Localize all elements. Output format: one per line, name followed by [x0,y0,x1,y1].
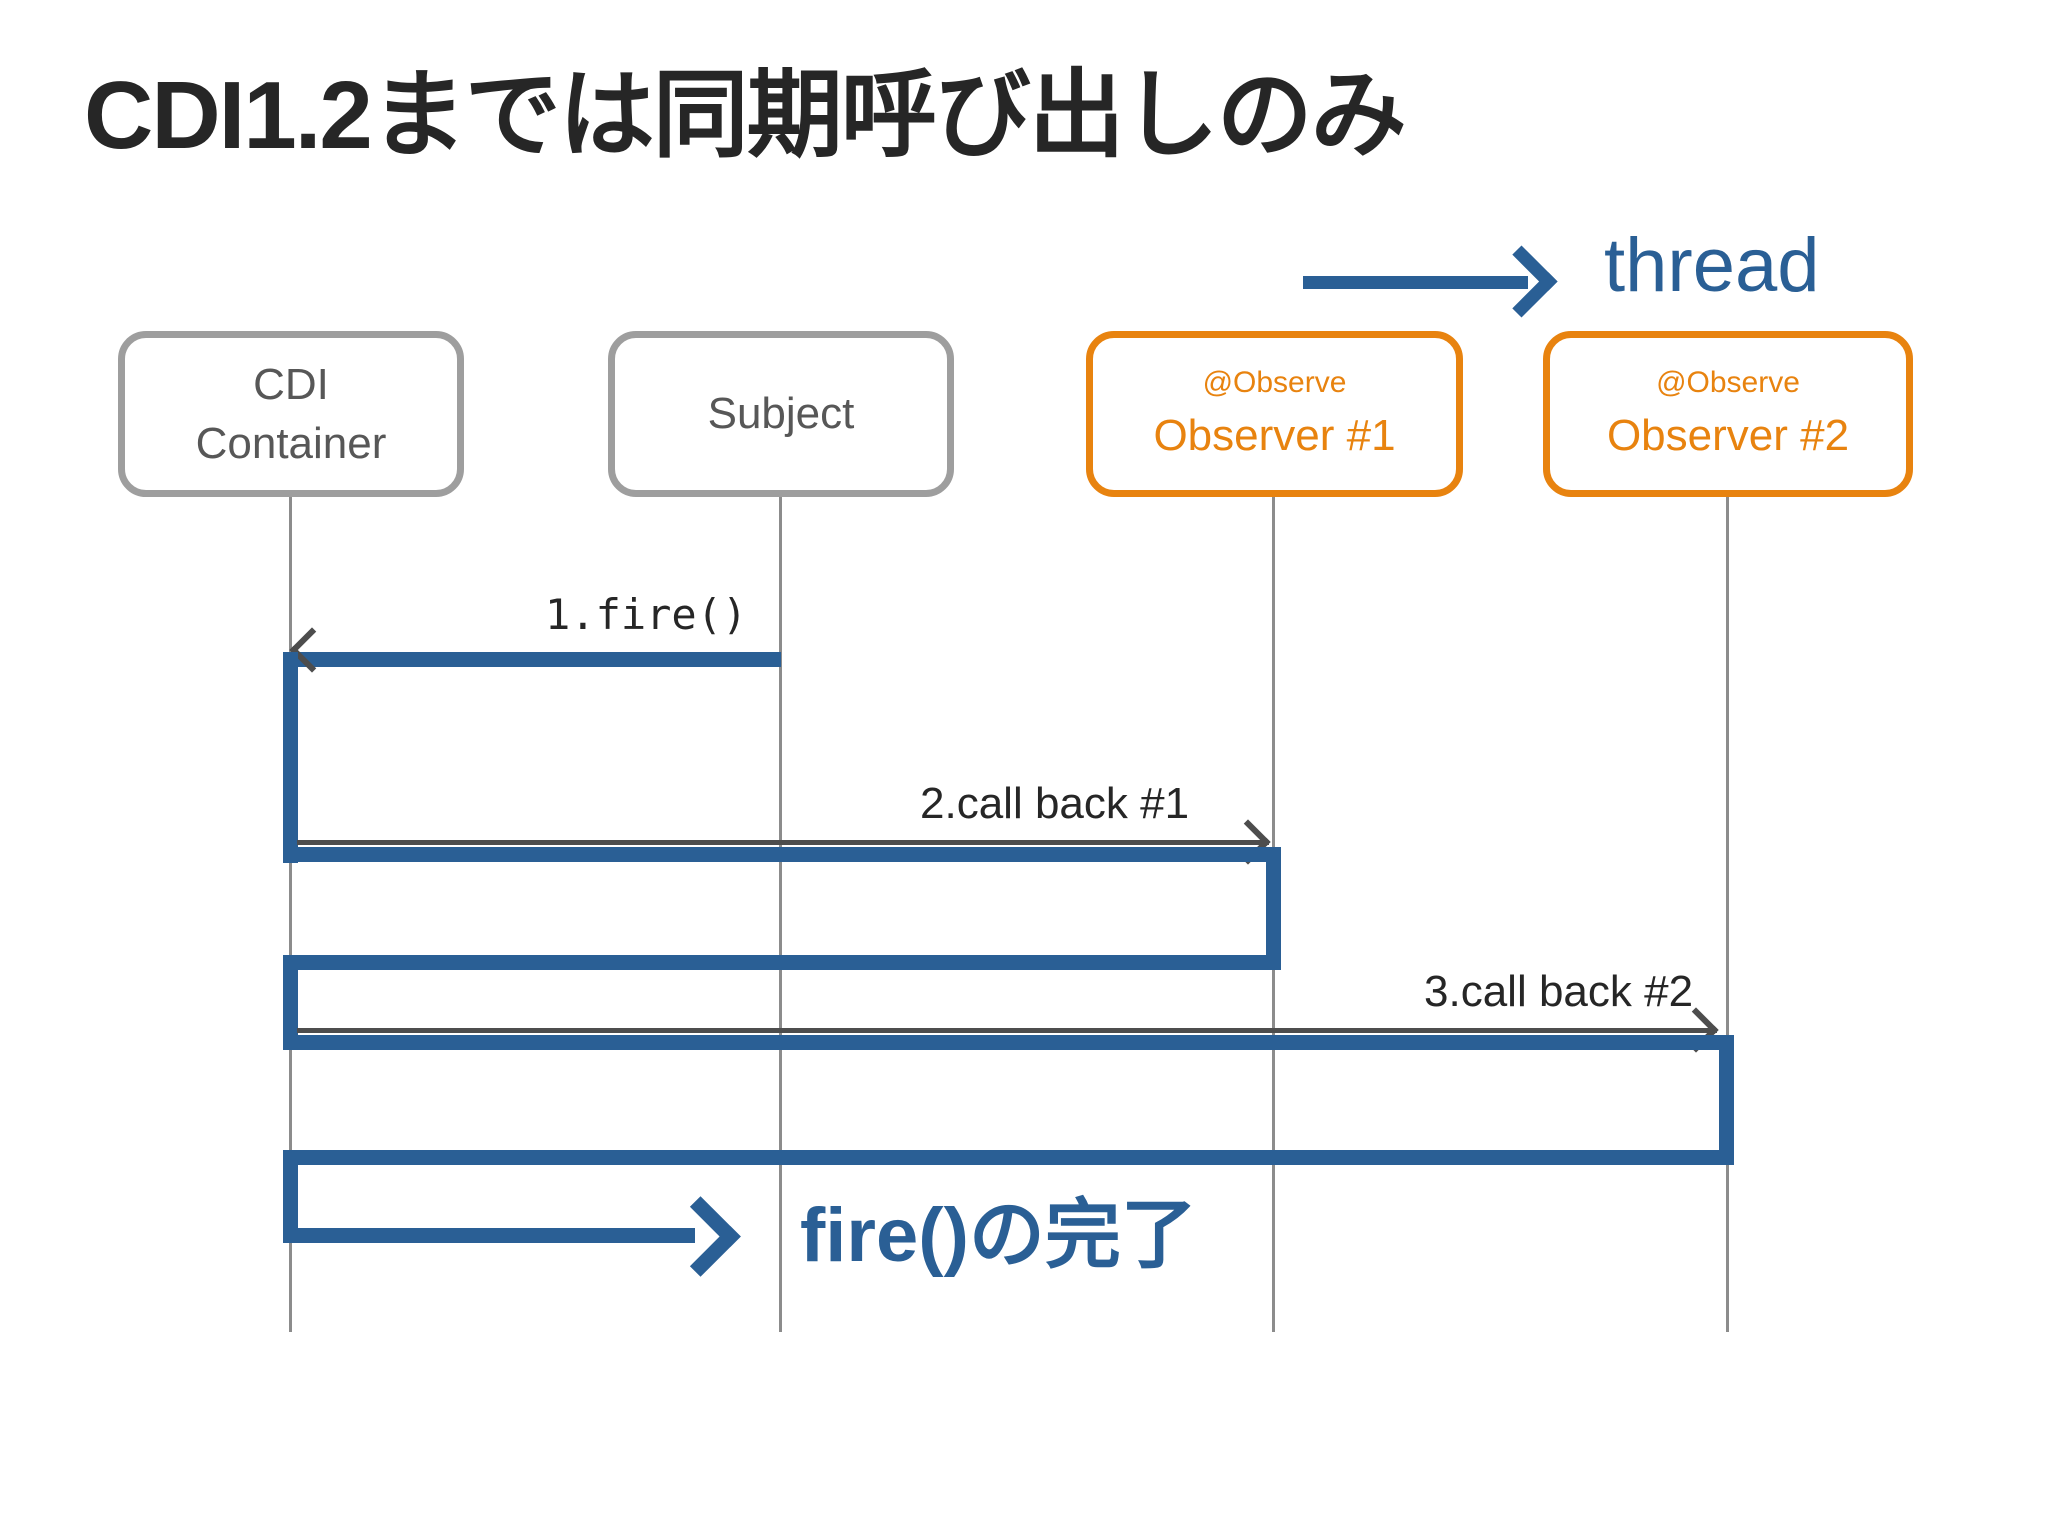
callback-2-bar [283,1035,1734,1050]
fire-call-bar [283,652,781,667]
lifeline-cdi-container [289,497,292,1332]
actor-annotation: @Observe [1202,365,1347,399]
observer-2-activation-bar [1719,1035,1734,1165]
actor-annotation: @Observe [1656,365,1800,399]
lifeline-subject [779,497,782,1332]
callback-1-return-bar [283,955,1281,970]
fire-complete-arrowhead-icon [660,1196,741,1277]
message-label-fire-complete: fire()の完了 [800,1193,1197,1278]
cdi-activation-bar-2 [283,955,298,1050]
lifeline-observer-2 [1726,497,1729,1332]
callback-2-return-bar [283,1150,1734,1165]
observer-1-activation-bar [1266,847,1281,970]
thread-label: thread [1604,223,1820,308]
thread-arrow-icon [1485,245,1558,318]
actor-label: Container [195,419,387,468]
actor-label: CDI [253,359,329,409]
message-label-callback-2: 3.call back #2 [1424,967,1694,1016]
callback-1-bar [283,847,1281,862]
actor-label: Observer #2 [1606,410,1850,460]
fire-complete-bar [283,1228,695,1243]
actor-label: Observer #1 [1153,410,1396,460]
actor-box-cdi-container: CDI Container [118,331,464,497]
message-label-fire: 1.fire() [545,590,748,639]
actor-box-observer-2: @Observe Observer #2 [1543,331,1913,497]
slide-title: CDI1.2までは同期呼び出しのみ [84,62,1407,169]
callback-2-arrow-line [297,1028,1717,1033]
callback-1-arrow-line [297,840,1269,845]
actor-box-observer-1: @Observe Observer #1 [1086,331,1463,497]
actor-label: Subject [707,389,855,439]
actor-box-subject: Subject [608,331,954,497]
cdi-activation-bar-3 [283,1150,298,1243]
cdi-activation-bar-1 [283,652,298,863]
thread-arrow-shaft [1303,276,1528,289]
message-label-callback-1: 2.call back #1 [920,779,1190,828]
